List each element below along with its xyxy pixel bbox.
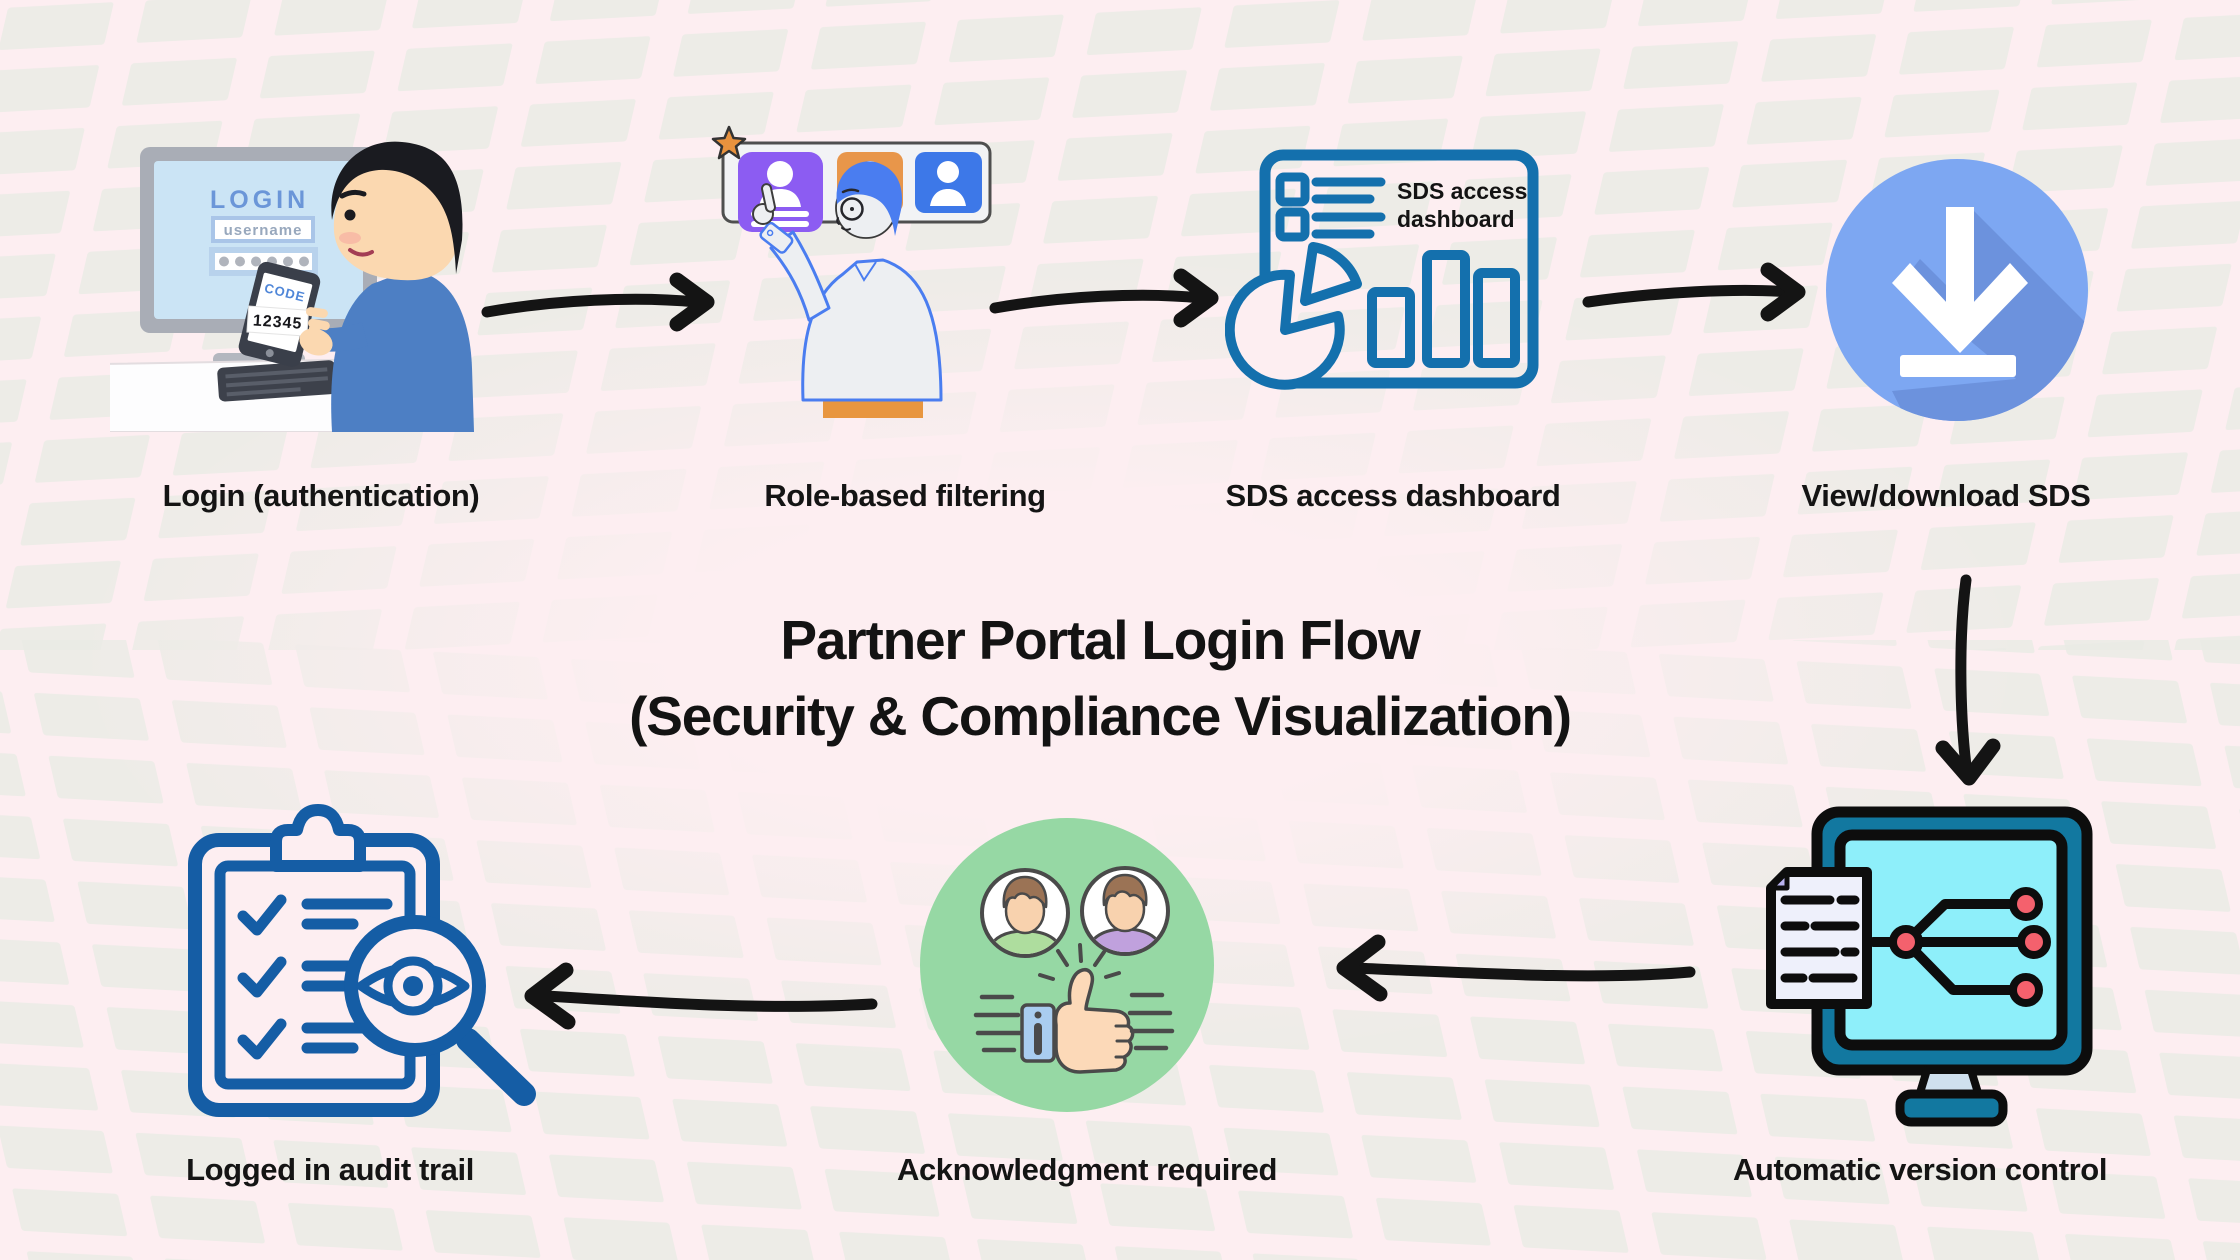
clipboard-clip xyxy=(270,804,366,872)
list-lines xyxy=(1311,177,1386,239)
download-illustration xyxy=(1826,159,2088,421)
checkbox-icon xyxy=(1275,207,1310,242)
arrow-role-to-dashboard xyxy=(989,268,1219,328)
keyboard-icon xyxy=(217,360,337,402)
title-line-2: (Security & Compliance Visualization) xyxy=(629,685,1572,747)
burst-lines xyxy=(1038,943,1121,981)
version-illustration xyxy=(1766,806,2093,1127)
arrow-version-to-ack xyxy=(1336,934,1696,1002)
label-ack: Acknowledgment required xyxy=(896,1152,1278,1187)
login-person xyxy=(298,141,474,432)
eye-icon xyxy=(356,956,470,1016)
dashboard-illustration: SDS access dashboard xyxy=(1225,149,1539,390)
ack-illustration xyxy=(920,818,1214,1112)
role-card-blue xyxy=(915,152,982,213)
speed-lines xyxy=(973,992,1175,1053)
label-login: Login (authentication) xyxy=(162,478,480,513)
username-text: username xyxy=(224,222,303,239)
dashboard-card-title-1: SDS access xyxy=(1397,178,1527,204)
role-illustration xyxy=(711,125,992,418)
dashboard-frame xyxy=(1259,149,1539,389)
label-download: View/download SDS xyxy=(1801,478,2091,513)
glasses-icon xyxy=(840,197,864,221)
dashboard-card-title-2: dashboard xyxy=(1397,206,1515,232)
download-arrow-icon xyxy=(1892,207,2028,377)
arrow-login-to-role xyxy=(481,272,715,332)
username-field xyxy=(211,216,315,243)
label-audit: Logged in audit trail xyxy=(186,1152,474,1187)
phone-code-value: 12345 xyxy=(252,312,303,332)
role-person xyxy=(752,161,943,418)
avatar xyxy=(1080,866,1170,956)
branch-nodes xyxy=(1889,887,2051,1007)
label-version: Automatic version control xyxy=(1732,1152,2108,1187)
password-dots xyxy=(219,256,309,267)
bar-chart-icon xyxy=(1367,250,1520,368)
monitor-branch-icon xyxy=(1766,806,2093,1127)
label-role: Role-based filtering xyxy=(764,478,1046,513)
label-dashboard: SDS access dashboard xyxy=(1225,478,1561,513)
page-title: Partner Portal Login Flow (Security & Co… xyxy=(629,602,1572,754)
audit-illustration xyxy=(188,804,536,1117)
checkbox-icon xyxy=(1275,172,1310,207)
avatar xyxy=(980,868,1070,958)
magnifier-handle xyxy=(456,1028,536,1106)
arrow-ack-to-audit xyxy=(524,962,878,1030)
pie-chart-icon xyxy=(1225,242,1362,390)
arrow-dashboard-to-download xyxy=(1582,262,1806,322)
star-icon xyxy=(711,125,747,160)
checkmarks xyxy=(237,894,287,1060)
login-illustration: LOGIN username CODE 12345 xyxy=(110,141,474,432)
clipboard-magnifier-eye-icon xyxy=(188,804,536,1117)
title-line-1: Partner Portal Login Flow xyxy=(780,609,1420,671)
login-heading: LOGIN xyxy=(210,186,309,214)
hand xyxy=(299,307,333,356)
role-card-purple xyxy=(738,152,823,232)
long-shadow xyxy=(1892,209,2088,421)
document-icon xyxy=(1766,867,1872,1009)
arrow-download-to-version xyxy=(1935,574,2001,786)
pointing-hand xyxy=(752,183,776,225)
